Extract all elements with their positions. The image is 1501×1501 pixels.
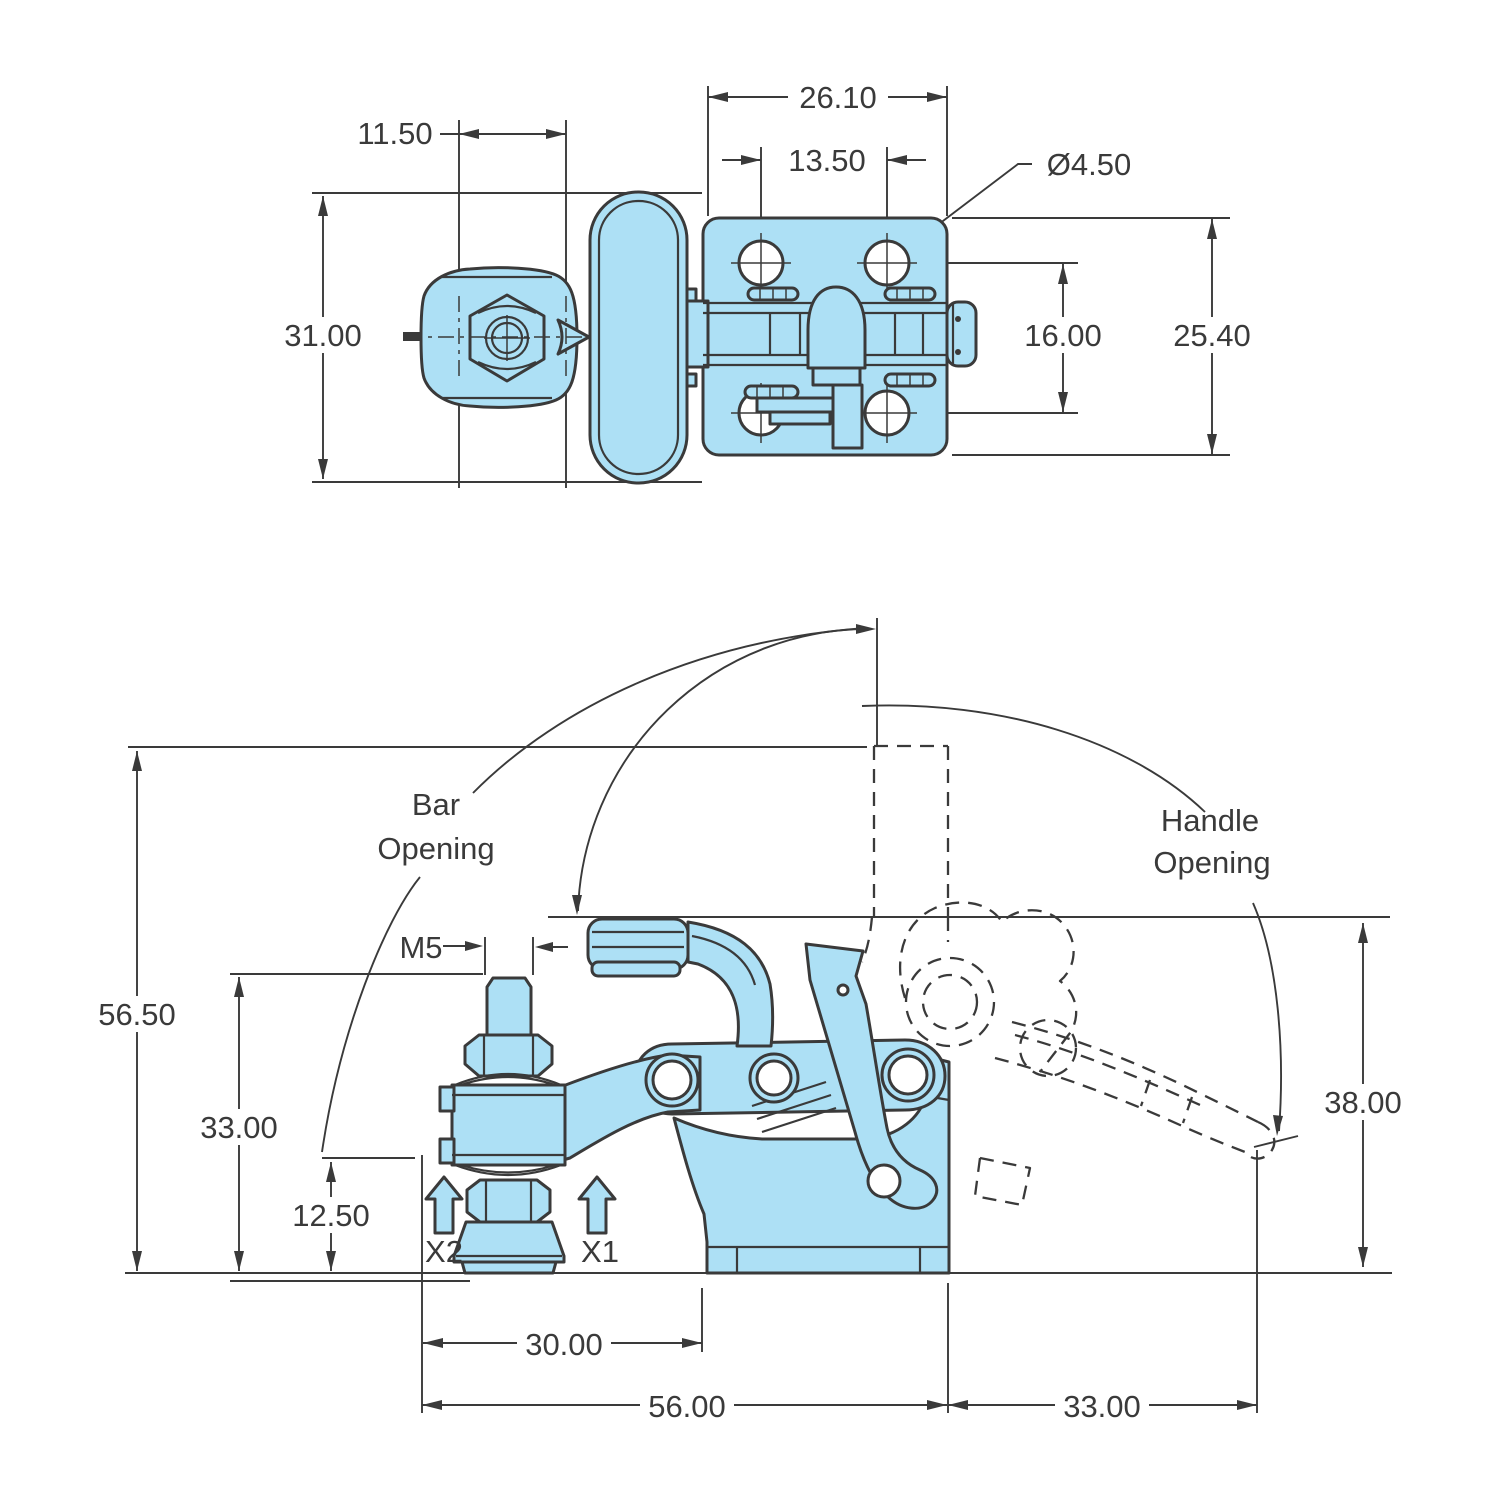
clamp-point-label-x1: X1 (581, 1234, 619, 1269)
t-handle-top (588, 190, 698, 485)
spindle-stud (485, 976, 533, 1037)
dim-bar-height: 33.00 (192, 973, 483, 1271)
dim-handle-length: 31.00 (276, 192, 702, 483)
dim-base-length-label: 56.00 (648, 1389, 726, 1424)
dim-bar-spacing-label: 11.50 (357, 116, 432, 151)
dim-bar-underside-height-label: 12.50 (292, 1198, 370, 1233)
clamp-point-arrow-x1 (577, 1175, 617, 1235)
dim-overall-height-label: 56.50 (98, 997, 176, 1032)
lever-dome-top (806, 285, 867, 370)
handle-opening-label-1: Handle (1161, 803, 1259, 838)
dim-overall-height: 56.50 (90, 751, 184, 1271)
bar-opening-label-1: Bar (412, 787, 460, 822)
dim-spindle-offset-label: 30.00 (525, 1327, 603, 1362)
side-bracket-top (945, 300, 978, 368)
dim-spindle-thread-label: M5 (399, 930, 442, 965)
dim-bar-underside-height: 12.50 (284, 1157, 415, 1271)
clamp-point-arrow-x2 (424, 1175, 464, 1235)
clamp-side: X2 X1 (424, 917, 951, 1275)
open-position-phantom (860, 744, 1276, 1207)
pivot-bosses (644, 1047, 936, 1108)
dim-spindle-thread: M5 (399, 930, 568, 975)
serrated-washers (743, 286, 937, 400)
clamp-bar-top (685, 285, 947, 450)
bar-opening-label-2: Opening (377, 831, 494, 866)
handle-opening-label-2: Opening (1153, 845, 1270, 880)
dim-plate-width: 26.10 (707, 80, 948, 216)
upper-nut (463, 1033, 554, 1078)
handle-opening-annotation: Handle Opening (861, 704, 1283, 1136)
dim-hole-spacing-y: 16.00 (917, 262, 1110, 414)
dim-bar-height-label: 33.00 (200, 1110, 278, 1145)
mounting-plate-top (685, 216, 978, 457)
dim-hole-spacing-x: 13.50 (722, 143, 926, 240)
handle-open-phantom (898, 901, 1276, 1207)
dim-handle-reach-label: 33.00 (1063, 1389, 1141, 1424)
dim-plate-width-label: 26.10 (799, 80, 877, 115)
side-view: 56.50 33.00 12.50 M5 (90, 618, 1410, 1424)
bar-opening-annotation: Bar Opening (321, 624, 876, 1153)
dim-hole-diameter-label: Ø4.50 (1047, 147, 1131, 182)
dim-handle-height: 38.00 (1253, 923, 1410, 1267)
lower-nut (465, 1178, 552, 1224)
clamp-point-label-x2: X2 (425, 1234, 463, 1269)
spindle-assembly (438, 976, 567, 1275)
dim-plate-height: 25.40 (952, 217, 1259, 456)
dim-plate-height-label: 25.40 (1173, 318, 1251, 353)
dim-spindle-offset: 30.00 (423, 1288, 703, 1362)
lever-hook-hole (866, 1163, 902, 1199)
handle-closed (586, 917, 775, 1048)
dim-hole-spacing-x-label: 13.50 (788, 143, 866, 178)
bar-block (450, 1083, 567, 1167)
rubber-foot (452, 1220, 566, 1264)
dim-hole-spacing-y-label: 16.00 (1024, 318, 1102, 353)
bar-open-phantom (860, 744, 950, 963)
dim-handle-height-label: 38.00 (1324, 1085, 1402, 1120)
dim-handle-length-label: 31.00 (284, 318, 362, 353)
spindle-knob-top (403, 266, 600, 409)
top-view: 11.50 26.10 13.50 Ø4.50 (276, 80, 1259, 488)
dim-base-length: 56.00 33.00 (421, 1150, 1258, 1424)
